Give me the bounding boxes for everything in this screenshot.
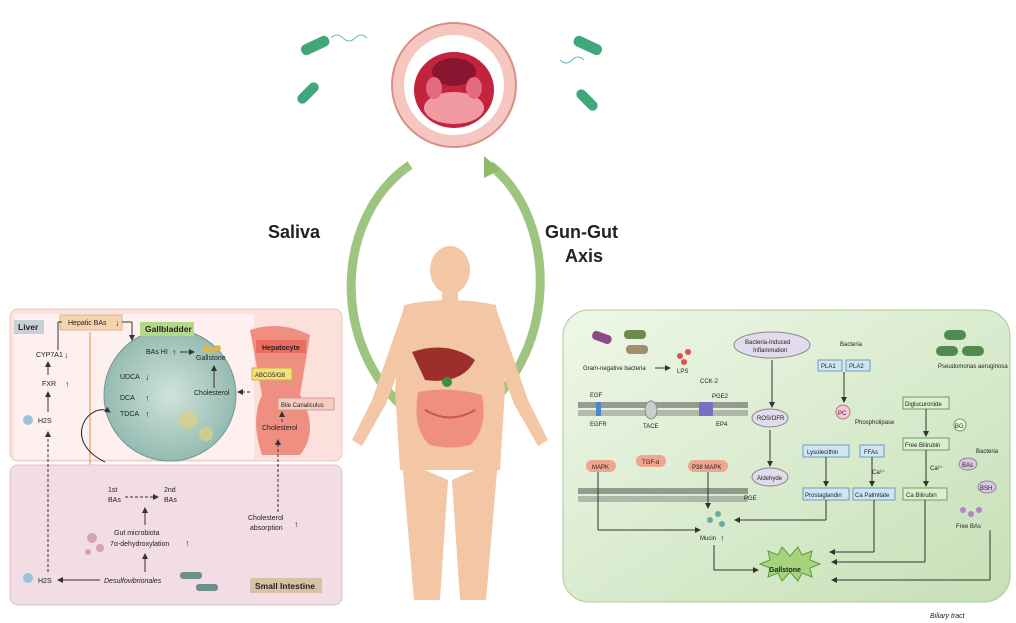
ba1b-label: BAs (108, 497, 121, 504)
ca-palmitate-label: Ca Palmitate (855, 493, 890, 499)
dca-arrow: ↑ (145, 393, 149, 403)
free-bas-label: Free BAs (956, 524, 981, 530)
gallbladder-label: Gallbladder (145, 324, 192, 334)
pla1-label: PLA1 (821, 364, 836, 370)
lysolecithin-label: Lysolecithin (807, 450, 838, 456)
phospholipase-label: Phospholipase (855, 420, 895, 426)
liver-panel: Liver Hepatic BAs ↓ Gallbladder BAs HI ↑… (9, 308, 343, 481)
small-intestine-label: Small Intestine (255, 581, 315, 591)
udca-label: UDCA (120, 374, 140, 381)
p38-mapk-label: P38 MAPK (692, 465, 721, 471)
lps-label: LPS (677, 369, 688, 375)
gallstone-right-label: Gallstone (769, 567, 801, 574)
fxr-arrow: ↑ (65, 379, 69, 389)
cholesterol2-label: Cholesterol (262, 425, 298, 432)
udca-arrow: ↓ (145, 372, 149, 382)
biliary-tract-label: Biliary tract (930, 613, 966, 620)
biliary-panel: Gram-negative bacteria LPS EGF EGFR TACE… (562, 309, 1011, 620)
hepatocyte-label: Hepatocyte (262, 345, 300, 352)
mapk-label: MAPK (592, 465, 609, 471)
bile-canaliculus-label: Bile Canaliculus (281, 403, 324, 409)
ros-label: ROS/OFR (757, 416, 785, 422)
saliva-label: Saliva (268, 222, 321, 242)
hepatic-bas-arrow: ↓ (115, 318, 119, 328)
mouth-illustration (391, 22, 517, 148)
intestine-panel: 1st BAs 2nd BAs Gut microbiota 7α-dehydr… (9, 406, 343, 606)
aldehyde-label: Aldehyde (757, 476, 783, 482)
human-body (352, 246, 548, 600)
abcg-label: ABCG5/G8 (255, 373, 286, 379)
cholesterol-label: Cholesterol (194, 390, 230, 397)
microbiota-label-line2: 7α-dehydroxylation (110, 541, 169, 548)
dca-label: DCA (120, 395, 135, 402)
inflammation-label-line2: Inflammation (753, 348, 787, 354)
gram-negative-label: Gram-negative bacteria (583, 366, 646, 372)
pge2-label: PGE2 (712, 394, 729, 400)
tgfa-label: TGF-α (642, 460, 660, 466)
free-bilirubin-label: Free Bilirubin (905, 443, 940, 449)
cholesterol-absorption-line2: absorption (250, 525, 283, 532)
ffas-label: FFAs (864, 450, 878, 456)
tdca-arrow: ↑ (145, 409, 149, 419)
pge-label: PGE (744, 496, 757, 502)
diglucuronide-label: Diglucuronide (905, 402, 942, 408)
egf-label: EGF (590, 393, 603, 399)
inflammation-label-line1: Bacteria-Induced (745, 340, 790, 346)
bacteria-label: Bacteria (840, 342, 863, 348)
tace-label: TACE (643, 424, 659, 430)
h2s-bottom-label: H2S (38, 578, 52, 585)
bacteria-illustration (297, 34, 603, 111)
mucin-arrow: ↑ (720, 533, 724, 543)
liver-label: Liver (18, 322, 39, 332)
pseudomonas-label: Pseudomonas aeruginosa (938, 364, 1008, 370)
axis-label-line2: Axis (565, 246, 603, 266)
axis-label-line1: Gun-Gut (545, 222, 618, 242)
bas-hi-label: BAs HI (146, 349, 168, 356)
desulfo-label: Desulfovibrionales (104, 578, 162, 585)
bas-label: BAs (962, 463, 973, 469)
bg-label: BG (955, 424, 964, 430)
cyp7a1-label: CYP7A1 (36, 352, 63, 359)
ba2b-label: BAs (164, 497, 177, 504)
ca-bilirubin-label: Ca Bilirubin (906, 493, 937, 499)
cholesterol-absorption-arrow: ↑ (294, 519, 298, 529)
pc-label: PC (838, 411, 847, 417)
ep4-label: EP4 (716, 422, 728, 428)
ca2-label: Ca²⁺ (872, 469, 885, 476)
microbiota-arrow: ↑ (185, 538, 189, 548)
hepatic-bas-label: Hepatic BAs (68, 320, 107, 327)
gallstone-label: Gallstone (196, 355, 226, 362)
bacteria2-label: Bacteria (976, 449, 999, 455)
h2s-top-label: H2S (38, 418, 52, 425)
cholesterol-absorption-line1: Cholesterol (248, 515, 284, 522)
ba2-label: 2nd (164, 487, 176, 494)
bsh-label: BSH (980, 486, 992, 492)
ba1-label: 1st (108, 487, 117, 494)
fxr-label: FXR (42, 381, 56, 388)
cyp7a1-arrow: ↓ (64, 350, 68, 360)
tdca-label: TDCA (120, 411, 139, 418)
cck2-label: CCK-2 (700, 379, 719, 385)
microbiota-label-line1: Gut microbiota (114, 530, 160, 537)
egfr-label: EGFR (590, 422, 607, 428)
mucin-label: Mucin (700, 536, 716, 542)
bas-hi-arrow: ↑ (172, 347, 176, 357)
prostaglandin-label: Prostaglandin (805, 493, 842, 499)
ca2b-label: Ca²⁺ (930, 465, 943, 472)
pla2-label: PLA2 (849, 364, 864, 370)
